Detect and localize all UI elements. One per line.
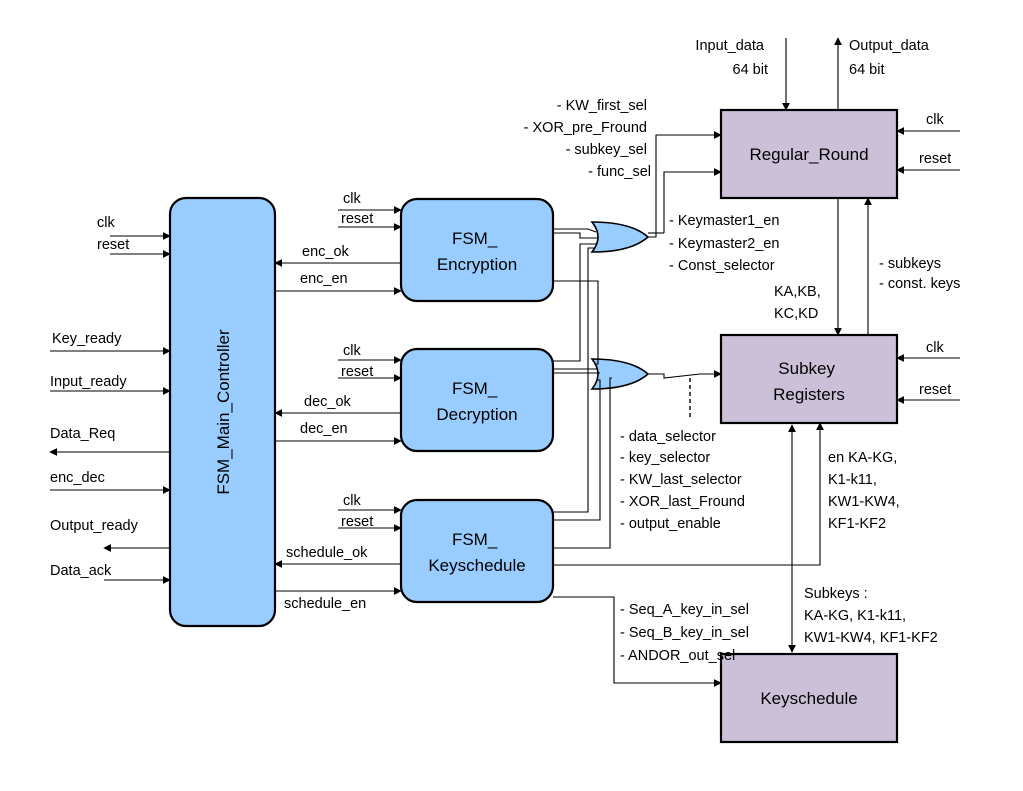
ks-reset-label: reset bbox=[341, 514, 373, 530]
keyschedule-label: Keyschedule bbox=[760, 689, 857, 708]
subkeys-label: Subkeys : KA-KG, K1-k11, KW1-KW4, KF1-KF… bbox=[804, 586, 938, 646]
enc-clk-label: clk bbox=[343, 191, 361, 207]
data-req-label: Data_Req bbox=[50, 426, 115, 442]
encryption-fsm-block bbox=[399, 197, 555, 303]
keyschedule-fsm-label: FSM_ Keyschedule bbox=[428, 530, 525, 575]
enc-dec-label: enc_dec bbox=[50, 470, 105, 486]
encryption-fsm-label: FSM_ Encryption bbox=[437, 229, 517, 274]
regular-round-controls-label: - KW_first_sel - XOR_pre_Fround - subkey… bbox=[524, 98, 651, 180]
ks-control-to-keyschedule bbox=[553, 596, 722, 687]
key-ready-label: Key_ready bbox=[52, 331, 122, 347]
subkey-clk-label: clk bbox=[926, 340, 944, 356]
regular-round-block bbox=[719, 108, 899, 200]
dec-en-label: dec_en bbox=[300, 421, 348, 437]
dec-clk-label: clk bbox=[343, 343, 361, 359]
keys-up-label: - subkeys - const. keys bbox=[879, 256, 960, 292]
ks-to-or-upper-wire bbox=[553, 247, 594, 513]
enc-en-label: enc_en bbox=[300, 271, 348, 287]
subkey-registers-label: Subkey Registers bbox=[773, 359, 845, 404]
output-data-label: Output_data 64 bit bbox=[849, 38, 933, 78]
subkey-controls-label: - Keymaster1_en - Keymaster2_en - Const_… bbox=[669, 213, 783, 274]
schedule-en-label: schedule_en bbox=[284, 596, 366, 612]
func-sel-to-regular-round bbox=[663, 168, 722, 233]
regular-round-reset-label: reset bbox=[919, 151, 951, 167]
ks-clk-label: clk bbox=[343, 493, 361, 509]
regular-round-label: Regular_Round bbox=[749, 145, 868, 164]
schedule-ok-label: schedule_ok bbox=[286, 545, 368, 561]
ks-to-or-lower-wire bbox=[553, 379, 601, 521]
keyschedule-control-labels: - Seq_A_key_in_sel - Seq_B_key_in_sel - … bbox=[620, 602, 753, 664]
subkey-enables-label: en KA-KG, K1-k11, KW1-KW4, KF1-KF2 bbox=[828, 450, 904, 532]
subkey-reset-label: reset bbox=[919, 382, 951, 398]
control-bus-to-subkey-registers bbox=[648, 370, 722, 379]
main-reset-label: reset bbox=[97, 237, 129, 253]
enc-ok-label: enc_ok bbox=[302, 244, 350, 260]
main-controller-label: FSM_Main_Controller bbox=[214, 329, 233, 495]
data-ack-label: Data_ack bbox=[50, 563, 112, 579]
or-gate-upper bbox=[590, 221, 650, 253]
dec-to-or-upper-wire bbox=[553, 243, 596, 362]
selector-labels: - data_selector - key_selector - KW_last… bbox=[620, 429, 749, 532]
keyschedule-fsm-block bbox=[399, 498, 555, 604]
keyschedule-block bbox=[719, 652, 899, 744]
control-bus-to-regular-round bbox=[648, 131, 722, 238]
main-clk-label: clk bbox=[97, 215, 115, 231]
subkey-registers-block bbox=[719, 333, 899, 425]
selector-bus-wire bbox=[553, 377, 612, 549]
decryption-fsm-block bbox=[399, 347, 555, 453]
decryption-fsm-label: FSM_ Decryption bbox=[436, 379, 517, 424]
enc-reset-label: reset bbox=[341, 211, 373, 227]
enc-to-or-upper-wire-1 bbox=[553, 228, 597, 233]
input-data-label: Input_data 64 bit bbox=[695, 38, 768, 78]
input-ready-label: Input_ready bbox=[50, 374, 127, 390]
enc-to-or-upper-wire-2 bbox=[553, 232, 598, 239]
enc-to-or-lower-wire bbox=[553, 280, 599, 365]
regular-round-clk-label: clk bbox=[926, 112, 944, 128]
keys-down-label: KA,KB, KC,KD bbox=[774, 284, 825, 322]
output-ready-label: Output_ready bbox=[50, 518, 139, 534]
ks-enable-bus-wire bbox=[553, 422, 824, 566]
dec-ok-label: dec_ok bbox=[304, 394, 352, 410]
dec-reset-label: reset bbox=[341, 364, 373, 380]
or-gate-lower bbox=[590, 358, 650, 390]
